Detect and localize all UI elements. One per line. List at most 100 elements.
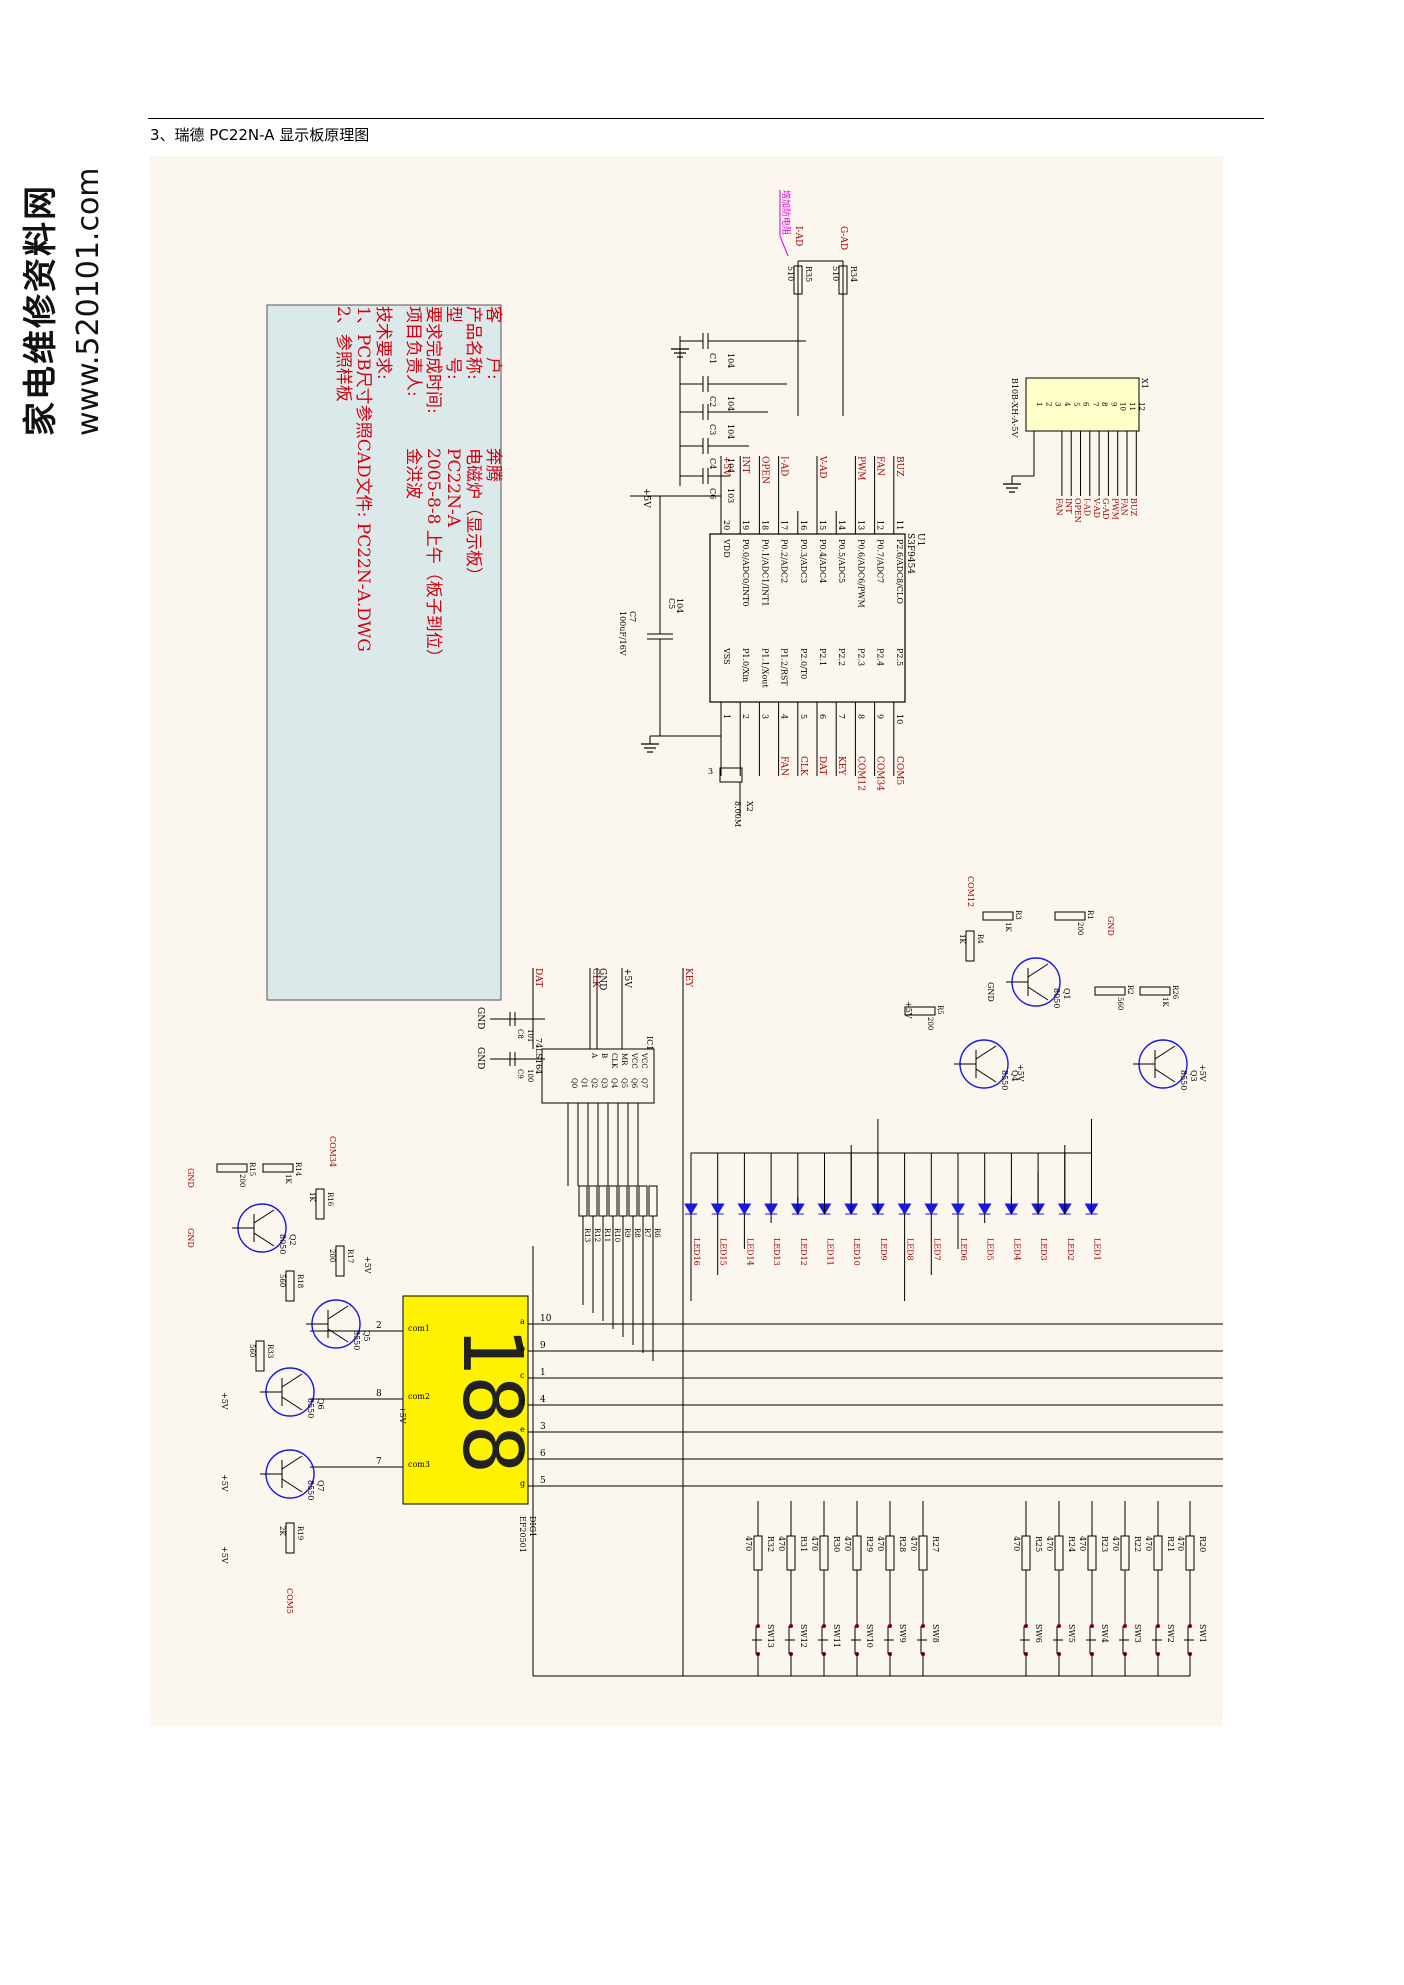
res-ref-R35: R35 bbox=[804, 266, 813, 282]
key-resistor-R20 bbox=[1185, 1535, 1195, 1571]
bias-resistor-R4 bbox=[965, 930, 975, 962]
connector-pin-9: 9 bbox=[1109, 402, 1117, 406]
connector-net-2: PWM bbox=[1110, 498, 1119, 520]
transistor-e-Q4 bbox=[975, 1068, 997, 1083]
bus-label-+5V: +5V bbox=[622, 968, 632, 988]
junction-dot bbox=[789, 1624, 793, 1628]
mcu-pin-name-16: P0.3/ADC3 bbox=[799, 539, 808, 583]
bus-label-CLK: CLK bbox=[590, 968, 600, 988]
seg-resistor-R11 bbox=[598, 1185, 608, 1217]
connector-pin-10: 10 bbox=[1119, 402, 1127, 411]
connector-pin-3: 3 bbox=[1054, 402, 1062, 406]
switch-label-SW4: SW4 bbox=[1100, 1624, 1109, 1643]
seg-resistor-R9 bbox=[618, 1185, 628, 1217]
bias-ref-R19: R19 bbox=[296, 1526, 304, 1540]
mcu-net-7: KEY bbox=[836, 756, 846, 776]
net-com34: COM34 bbox=[328, 1136, 337, 1167]
net-gnd-3: GND bbox=[186, 1228, 195, 1248]
seven-seg-display bbox=[402, 1295, 529, 1505]
junction-dot bbox=[921, 1624, 925, 1628]
bus-cap-gnd-C8: GND bbox=[475, 1007, 485, 1029]
mcu-pin-num-4: 4 bbox=[780, 714, 789, 719]
key-res-val-R32: 470 bbox=[744, 1536, 753, 1551]
key-res-ref-R29: R29 bbox=[865, 1536, 874, 1552]
led-LED13 bbox=[764, 1203, 778, 1215]
transistor-ref-Q4: Q4 bbox=[1010, 1070, 1019, 1082]
net-vcc-3: +5V bbox=[1198, 1064, 1207, 1082]
display-seg-c: c bbox=[520, 1371, 525, 1380]
key-res-ref-R24: R24 bbox=[1067, 1536, 1076, 1552]
transistor-ref-Q5: Q5 bbox=[362, 1330, 371, 1342]
bias-ref-R18: R18 bbox=[296, 1274, 304, 1288]
mcu-pin-name-17: P0.2/ADC2 bbox=[780, 539, 789, 583]
led-label-LED11: LED11 bbox=[826, 1238, 835, 1266]
display-seg-e: e bbox=[520, 1425, 525, 1434]
mcu-pin-name-4: P1.2/RST bbox=[780, 648, 789, 686]
bias-val-R2: 560 bbox=[1116, 997, 1124, 1010]
transistor-e-Q3 bbox=[1154, 1068, 1176, 1083]
mcu-body bbox=[709, 533, 906, 703]
mcu-net-15: V-AD bbox=[817, 455, 827, 478]
manager-value: 金洪波 bbox=[403, 448, 423, 499]
key-resistor-R31 bbox=[786, 1535, 796, 1571]
led-label-LED3: LED3 bbox=[1039, 1238, 1048, 1261]
key-res-val-R24: 470 bbox=[1045, 1536, 1054, 1551]
transistor-ref-Q1: Q1 bbox=[1062, 988, 1071, 1000]
transistor-part-Q6: 8550 bbox=[306, 1398, 315, 1418]
seg-res-ref-R6: R6 bbox=[653, 1228, 661, 1238]
junction-dot bbox=[1090, 1624, 1094, 1628]
connector-net-0: BUZ bbox=[1129, 498, 1138, 517]
led-label-LED9: LED9 bbox=[879, 1238, 888, 1261]
key-resistor-R30 bbox=[819, 1535, 829, 1571]
transistor-e-Q7 bbox=[281, 1478, 303, 1493]
deadline-value: 2005-8-8 上午（板子到位） bbox=[423, 448, 443, 666]
model-value: PC22N-A bbox=[443, 448, 463, 528]
junction-dot bbox=[1156, 1624, 1160, 1628]
bias-resistor-R2 bbox=[1094, 986, 1126, 996]
connector-pin-1: 1 bbox=[1035, 402, 1043, 406]
connector-net-6: OPEN bbox=[1073, 498, 1082, 523]
mcu-pin-num-11: 11 bbox=[895, 520, 904, 530]
bias-resistor-R33 bbox=[255, 1340, 265, 1372]
mcu-pin-name-19: P0.0/ADC0/INT0 bbox=[741, 539, 750, 606]
connector-net-5: I-AD bbox=[1083, 498, 1092, 516]
ic1-pin-CLK: CLK bbox=[610, 1053, 618, 1069]
bias-val-R19: 2K bbox=[278, 1526, 286, 1536]
net-vcc-8: +5V bbox=[220, 1546, 229, 1564]
junction-dot bbox=[756, 1624, 760, 1628]
ground-symbol bbox=[640, 735, 660, 753]
led-label-LED6: LED6 bbox=[959, 1238, 968, 1261]
bus-label-GND: GND bbox=[597, 968, 607, 990]
display-seg-f: f bbox=[520, 1452, 524, 1461]
key-resistor-R28 bbox=[885, 1535, 895, 1571]
ic1-pin-Q3: Q3 bbox=[600, 1078, 608, 1088]
transistor-ref-Q2: Q2 bbox=[288, 1234, 297, 1246]
key-resistor-R25 bbox=[1021, 1535, 1031, 1571]
mcu-net-12: FAN bbox=[875, 456, 885, 476]
bus-label-KEY: KEY bbox=[683, 968, 693, 988]
model-label: 型 号: bbox=[443, 306, 463, 380]
key-res-ref-R20: R20 bbox=[1198, 1536, 1207, 1552]
transistor-e-Q2 bbox=[253, 1232, 275, 1247]
net-vcc-1: +5V bbox=[904, 1001, 913, 1019]
display-ref: DIG1 bbox=[528, 1516, 537, 1537]
transistor-part-Q7: 8550 bbox=[306, 1480, 315, 1500]
bias-resistor-R14 bbox=[262, 1163, 294, 1173]
manager-label: 项目负责人: bbox=[403, 306, 423, 397]
display-com2: com2 bbox=[408, 1392, 430, 1401]
product-value: 电磁炉（显示板） bbox=[463, 448, 483, 584]
net-gnd-4: GND bbox=[986, 982, 995, 1002]
title-block bbox=[266, 304, 502, 1001]
bias-val-R4: 1K bbox=[958, 934, 966, 944]
bias-resistor-R19 bbox=[285, 1522, 295, 1554]
bias-ref-R3: R3 bbox=[1014, 910, 1022, 920]
bus-cap-val-C9: 100 bbox=[526, 1069, 534, 1082]
bias-resistor-R1 bbox=[1054, 911, 1086, 921]
mcu-pin-num-14: 14 bbox=[837, 520, 846, 530]
key-res-val-R23: 470 bbox=[1078, 1536, 1087, 1551]
mcu-net-4: FAN bbox=[779, 756, 789, 776]
switch-label-SW9: SW9 bbox=[898, 1624, 907, 1643]
display-com3: com3 bbox=[408, 1460, 430, 1469]
key-res-val-R25: 470 bbox=[1012, 1536, 1021, 1551]
connector-net-8: FAN bbox=[1055, 498, 1064, 516]
